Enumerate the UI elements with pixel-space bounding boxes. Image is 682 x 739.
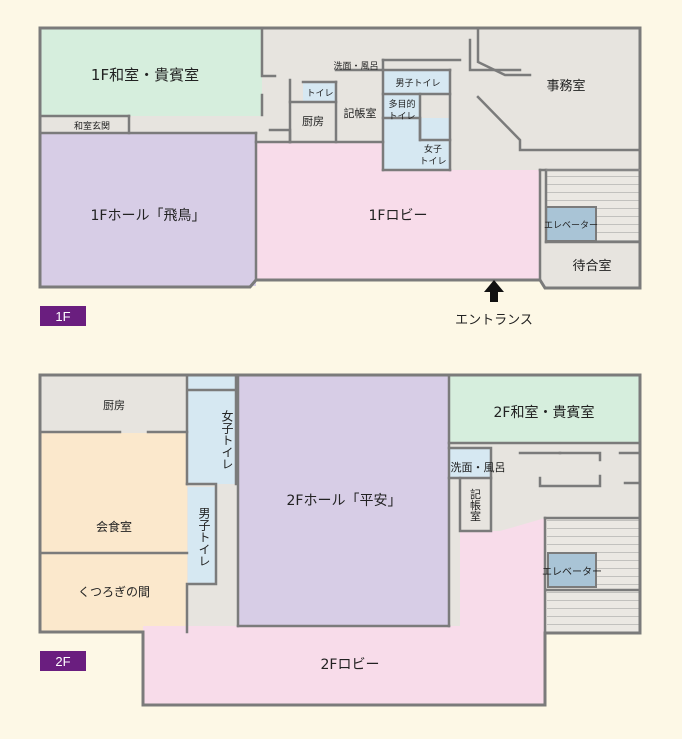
room-1f-hall (41, 133, 256, 286)
room-1f-female-toilet (384, 118, 450, 170)
elevator-2f-box (547, 552, 597, 588)
label-1f-multi-toilet-1: 多目的 (388, 98, 415, 110)
label-2f-hall: 2Fホール「平安」 (287, 493, 402, 509)
label-1f-elevator: エレベーター (544, 220, 598, 231)
label-1f-washitsu: 1F和室・貴賓室 (91, 66, 199, 84)
room-1f-washitsu (41, 29, 262, 116)
label-1f-senmen: 洗面・風呂 (333, 60, 378, 72)
room-2f-senmen (449, 448, 491, 478)
floor-1 (38, 26, 642, 302)
label-1f-female-toilet-1: 女子 (424, 143, 442, 155)
label-1f-kichoushitsu: 記帳室 (344, 106, 377, 120)
label-2f-kichou: 記帳室 (469, 487, 482, 521)
floor-badge-2f (40, 651, 86, 671)
room-2f-kaishokushitsu (41, 433, 187, 553)
label-2f-kaishokushitsu: 会食室 (96, 519, 132, 534)
label-1f-machiai: 待合室 (572, 258, 611, 274)
label-2f-senmen: 洗面・風呂 (451, 461, 506, 474)
room-2f-kutsurogi (41, 553, 187, 631)
label-2f-female-toilet: 女子トイレ (220, 409, 234, 470)
floor-badge-1f (40, 306, 86, 326)
label-1f-washitsu-genkan: 和室玄関 (74, 120, 110, 132)
label-entrance: エントランス (455, 313, 533, 328)
floor-2 (38, 373, 642, 707)
label-2f-male-toilet: 男子トイレ (197, 507, 211, 567)
room-1f-washitsu-genkan (41, 116, 129, 133)
label-1f-hall: 1Fホール「飛鳥」 (91, 208, 206, 224)
room-1f-lobby (256, 142, 540, 280)
label-2f-elevator: エレベーター (542, 566, 602, 578)
label-1f-female-toilet-2: トイレ (419, 157, 446, 167)
label-1f-male-toilet: 男子トイレ (395, 78, 440, 89)
floor-badge-1f-text: 1F (55, 309, 70, 324)
label-1f-chubou: 厨房 (302, 115, 324, 128)
label-1f-toilet: トイレ (306, 89, 333, 99)
room-2f-male-toilet (188, 487, 216, 584)
label-1f-multi-toilet-2: トイレ (388, 112, 415, 122)
room-1f-male-toilet (384, 70, 450, 94)
room-2f-chubou (41, 376, 187, 431)
label-1f-lobby: 1Fロビー (369, 208, 428, 224)
floor-badge-2f-text: 2F (55, 654, 70, 669)
label-2f-lobby: 2Fロビー (321, 657, 380, 673)
room-1f-toilet (303, 82, 336, 102)
room-2f-hall (238, 376, 449, 626)
room-2f-female-toilet (188, 376, 236, 484)
room-2f-washitsu (449, 376, 640, 443)
entrance-arrow-icon (484, 280, 504, 302)
label-2f-washitsu: 2F和室・貴賓室 (494, 404, 595, 421)
label-1f-jimushitsu: 事務室 (546, 78, 585, 94)
room-2f-lobby (143, 518, 545, 705)
label-2f-kutsurogi: くつろぎの間 (78, 585, 150, 599)
label-2f-chubou: 厨房 (103, 399, 125, 412)
